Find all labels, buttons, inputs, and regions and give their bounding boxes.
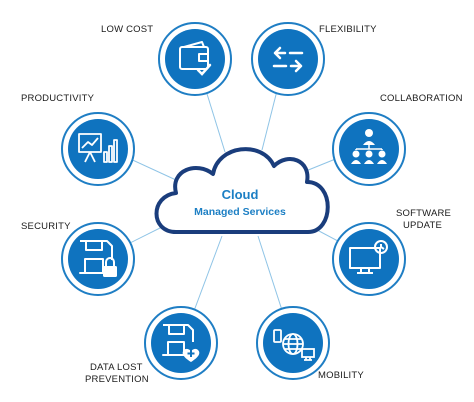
label-software-update-line2: UPDATE bbox=[403, 220, 443, 231]
label-security: SECURITY bbox=[21, 221, 71, 232]
monitor-clock-icon bbox=[349, 240, 388, 274]
label-data-lost-prevention-line1: DATA LOST bbox=[90, 362, 143, 373]
label-collaboration: COLLABORATION bbox=[380, 93, 463, 104]
node-flexibility bbox=[251, 22, 325, 96]
label-data-lost-prevention-line2: PREVENTION bbox=[85, 374, 149, 385]
label-flexibility: FLEXIBILITY bbox=[319, 24, 377, 35]
label-productivity: PRODUCTIVITY bbox=[21, 93, 95, 104]
node-productivity bbox=[61, 112, 135, 186]
cloud-title-line1: Cloud bbox=[221, 187, 259, 202]
node-software-update bbox=[332, 222, 406, 296]
chart-presentation-icon bbox=[78, 133, 118, 163]
team-hierarchy-icon bbox=[351, 129, 387, 164]
label-mobility: MOBILITY bbox=[318, 370, 364, 381]
label-low-cost: LOW COST bbox=[101, 24, 154, 35]
wallet-icon bbox=[179, 41, 212, 76]
devices-globe-icon bbox=[273, 329, 315, 361]
central-cloud bbox=[154, 147, 330, 234]
floppy-plus-icon bbox=[162, 324, 200, 362]
node-low-cost bbox=[158, 22, 232, 96]
cloud-title-line2: Managed Services bbox=[194, 206, 286, 218]
arrows-exchange-icon bbox=[272, 46, 304, 73]
label-software-update-line1: SOFTWARE bbox=[396, 208, 452, 219]
node-security bbox=[61, 222, 135, 296]
node-collaboration bbox=[332, 112, 406, 186]
floppy-lock-icon bbox=[79, 240, 117, 277]
node-mobility bbox=[256, 306, 330, 380]
node-data-lost-prevention bbox=[144, 306, 218, 380]
